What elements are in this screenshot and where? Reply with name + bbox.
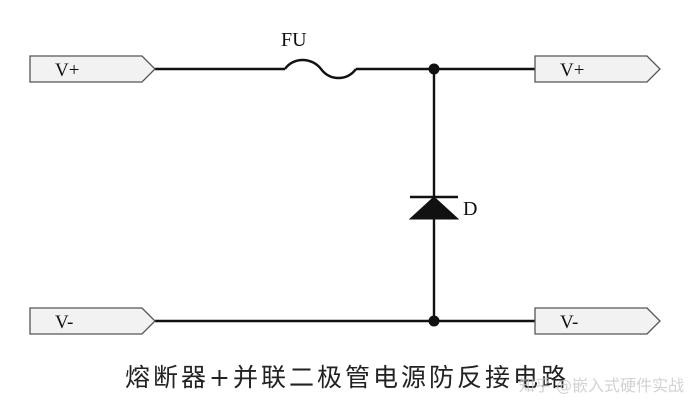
port-in-positive-label: V+	[55, 60, 79, 81]
port-out-negative	[534, 307, 661, 335]
port-in-negative	[29, 307, 156, 335]
fuse-symbol	[284, 58, 357, 80]
fuse-label: FU	[281, 29, 307, 51]
port-out-negative-label: V-	[560, 312, 578, 333]
port-in-positive	[29, 55, 156, 83]
watermark-text: 知乎 @嵌入式硬件实战	[518, 376, 684, 395]
diode-symbol	[408, 196, 460, 220]
junction-dot-top	[428, 63, 440, 75]
diode-label: D	[463, 198, 477, 220]
port-out-positive-label: V+	[560, 60, 584, 81]
junction-dot-bottom	[428, 315, 440, 327]
diagram-caption: 熔断器+并联二极管电源防反接电路	[125, 363, 569, 392]
port-in-negative-label: V-	[55, 312, 73, 333]
port-out-positive	[534, 55, 661, 83]
